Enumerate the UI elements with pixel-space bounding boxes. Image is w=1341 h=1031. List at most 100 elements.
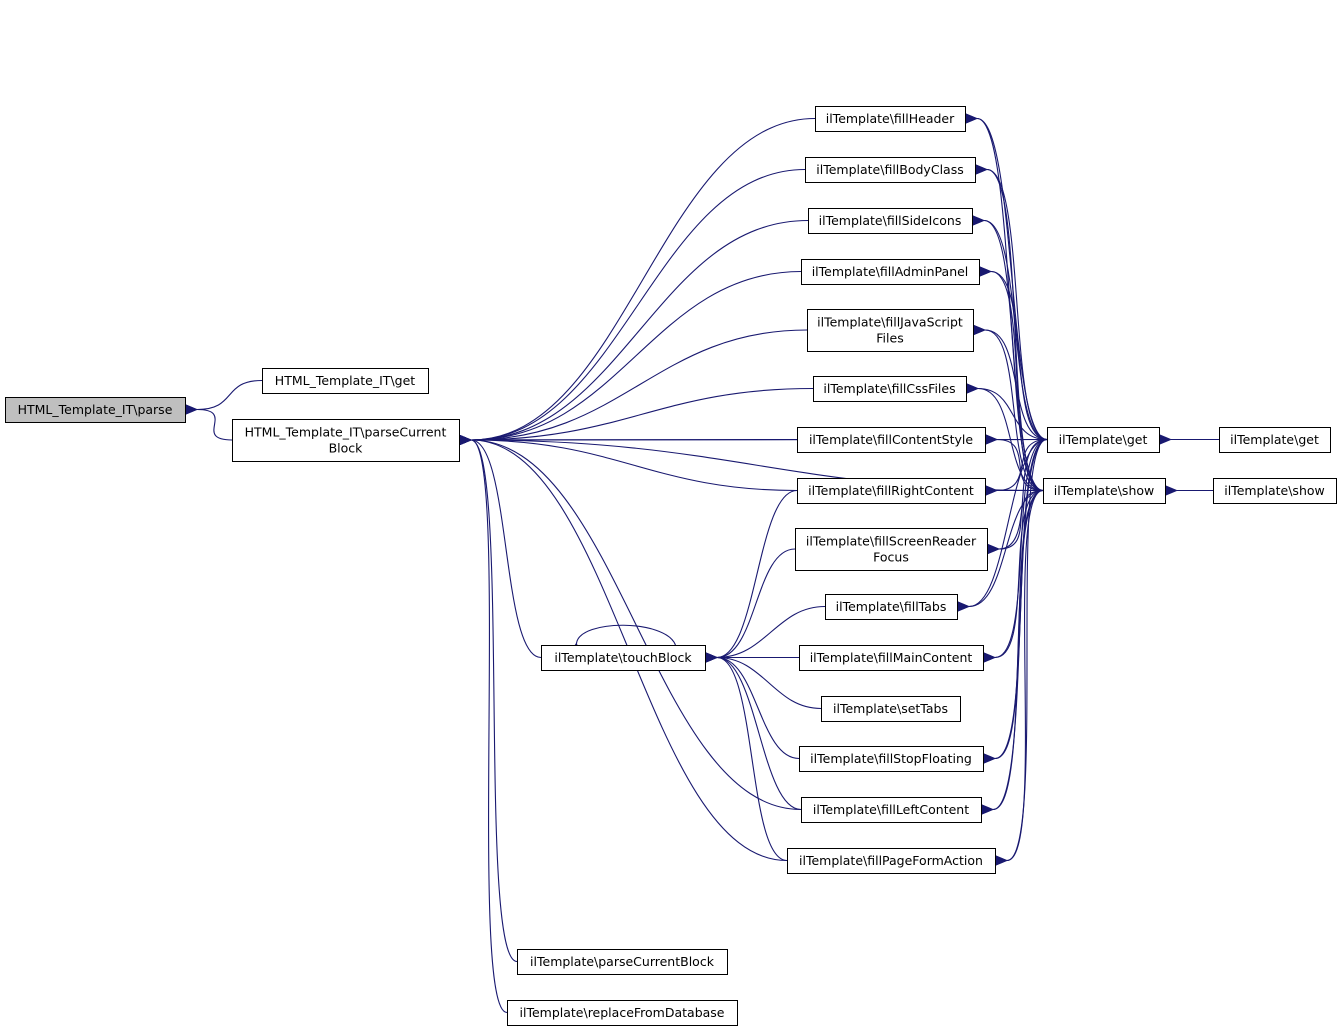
node-box[interactable] (1213, 478, 1337, 504)
edge-hpcb-to-fillCss (459, 387, 814, 446)
node-box[interactable] (507, 1000, 738, 1026)
edge-touch-to-fillTabs (705, 605, 826, 663)
node-label: ilTemplate\fillSideIcons (819, 213, 962, 228)
edge-touch-to-fillLeft (705, 652, 802, 811)
node-label: ilTemplate\fillTabs (836, 599, 947, 614)
node-box[interactable] (262, 368, 429, 394)
node-label: ilTemplate\touchBlock (554, 650, 692, 665)
node-box[interactable] (1219, 427, 1331, 453)
node-label: ilTemplate\fillLeftContent (813, 802, 969, 817)
node-box[interactable] (805, 157, 976, 183)
edge-touch-to-setTabs (705, 652, 822, 710)
node-box[interactable] (808, 208, 973, 234)
node-fillMain[interactable]: ilTemplate\fillMainContent (799, 645, 984, 671)
node-parse[interactable]: HTML_Template_IT\parse (5, 397, 186, 423)
edge-fillContentStyle-to-ishow (985, 434, 1044, 492)
node-box[interactable] (517, 949, 728, 975)
node-label: Focus (873, 550, 909, 565)
node-fillTabs[interactable]: ilTemplate\fillTabs (825, 594, 958, 620)
node-hget[interactable]: HTML_Template_IT\get (262, 368, 429, 394)
node-box[interactable] (1043, 478, 1166, 504)
node-label: ilTemplate\fillMainContent (810, 650, 973, 665)
node-label: HTML_Template_IT\parseCurrent (245, 425, 447, 440)
node-box[interactable] (825, 594, 958, 620)
node-hpcb[interactable]: HTML_Template_IT\parseCurrentBlock (232, 419, 460, 462)
node-box[interactable] (795, 528, 988, 571)
edge-fillBodyClass-to-iget (975, 164, 1048, 441)
edge-fillTabs-to-iget (957, 438, 1048, 612)
node-box[interactable] (232, 419, 460, 462)
node-setTabs[interactable]: ilTemplate\setTabs (821, 696, 961, 722)
edge-hpcb-to-fillAdminPanel (459, 270, 802, 446)
node-fillRight[interactable]: ilTemplate\fillRightContent (797, 478, 986, 504)
node-label: ilTemplate\fillHeader (826, 111, 955, 126)
node-box[interactable] (787, 848, 996, 874)
node-fillForm[interactable]: ilTemplate\fillPageFormAction (787, 848, 996, 874)
node-label: ilTemplate\get (1230, 432, 1319, 447)
node-fillBodyClass[interactable]: ilTemplate\fillBodyClass (805, 157, 976, 183)
node-box[interactable] (801, 259, 980, 285)
node-box[interactable] (801, 797, 982, 823)
node-ishow2[interactable]: ilTemplate\show (1213, 478, 1337, 504)
edge-fillJS-to-iget (973, 324, 1048, 441)
edge-parse-to-hget (185, 379, 263, 415)
node-label: ilTemplate\replaceFromDatabase (520, 1005, 725, 1020)
node-box[interactable] (5, 397, 186, 423)
edge-parse-to-hpcb (185, 404, 233, 441)
node-label: ilTemplate\setTabs (833, 701, 948, 716)
edge-touch-to-fillRight (705, 489, 798, 663)
node-fillStop[interactable]: ilTemplate\fillStopFloating (799, 746, 984, 772)
edge-fillCss-to-iget (966, 383, 1048, 441)
node-box[interactable] (799, 746, 984, 772)
edge-fillRight-to-iget (985, 438, 1048, 496)
node-fillSideIcons[interactable]: ilTemplate\fillSideIcons (808, 208, 973, 234)
nodes-layer: HTML_Template_IT\parse HTML_Template_IT\g… (5, 106, 1337, 1026)
node-box[interactable] (813, 376, 967, 402)
node-iget2[interactable]: ilTemplate\get (1219, 427, 1331, 453)
node-fillLeft[interactable]: ilTemplate\fillLeftContent (801, 797, 982, 823)
edge-hpcb-to-pcb (459, 434, 518, 963)
node-fillHeader[interactable]: ilTemplate\fillHeader (815, 106, 966, 132)
edge-touch-to-touch (569, 624, 676, 655)
node-fillContentStyle[interactable]: ilTemplate\fillContentStyle (797, 427, 986, 453)
node-box[interactable] (541, 645, 706, 671)
node-touch[interactable]: ilTemplate\touchBlock (541, 645, 706, 671)
node-label: ilTemplate\fillContentStyle (809, 432, 973, 447)
node-rfd[interactable]: ilTemplate\replaceFromDatabase (507, 1000, 738, 1026)
node-pcb[interactable]: ilTemplate\parseCurrentBlock (517, 949, 728, 975)
node-fillCss[interactable]: ilTemplate\fillCssFiles (813, 376, 967, 402)
edge-touch-to-fillStop (705, 652, 800, 760)
node-label: HTML_Template_IT\get (275, 373, 415, 388)
node-fillAdminPanel[interactable]: ilTemplate\fillAdminPanel (801, 259, 980, 285)
node-label: ilTemplate\fillScreenReader (806, 534, 977, 549)
edge-hpcb-to-fillHeader (459, 117, 816, 446)
node-box[interactable] (797, 478, 986, 504)
node-iget[interactable]: ilTemplate\get (1047, 427, 1160, 453)
edge-fillLeft-to-iget (981, 438, 1048, 815)
node-box[interactable] (821, 696, 961, 722)
node-label: ilTemplate\fillBodyClass (816, 162, 963, 177)
node-label: ilTemplate\parseCurrentBlock (530, 954, 715, 969)
node-label: ilTemplate\show (1224, 483, 1325, 498)
node-box[interactable] (807, 309, 974, 352)
edge-fillAdminPanel-to-ishow (979, 266, 1044, 492)
node-label: ilTemplate\show (1054, 483, 1155, 498)
node-box[interactable] (797, 427, 986, 453)
node-ishow[interactable]: ilTemplate\show (1043, 478, 1166, 504)
edge-fillAdminPanel-to-iget (979, 266, 1048, 441)
edge-fillSideIcons-to-iget (972, 215, 1048, 441)
node-label: ilTemplate\fillAdminPanel (812, 264, 969, 279)
edge-hpcb-to-fillSideIcons (459, 219, 809, 446)
node-box[interactable] (799, 645, 984, 671)
node-label: ilTemplate\fillRightContent (808, 483, 974, 498)
edge-fillJS-to-ishow (973, 324, 1044, 492)
node-box[interactable] (815, 106, 966, 132)
edge-fillForm-to-ishow (995, 489, 1044, 866)
node-label: HTML_Template_IT\parse (18, 402, 173, 417)
edge-hpcb-to-fillRight (459, 434, 798, 492)
node-box[interactable] (1047, 427, 1160, 453)
edge-hpcb-to-fillBodyClass (459, 168, 806, 446)
edge-hpcb-to-touch (459, 434, 542, 659)
